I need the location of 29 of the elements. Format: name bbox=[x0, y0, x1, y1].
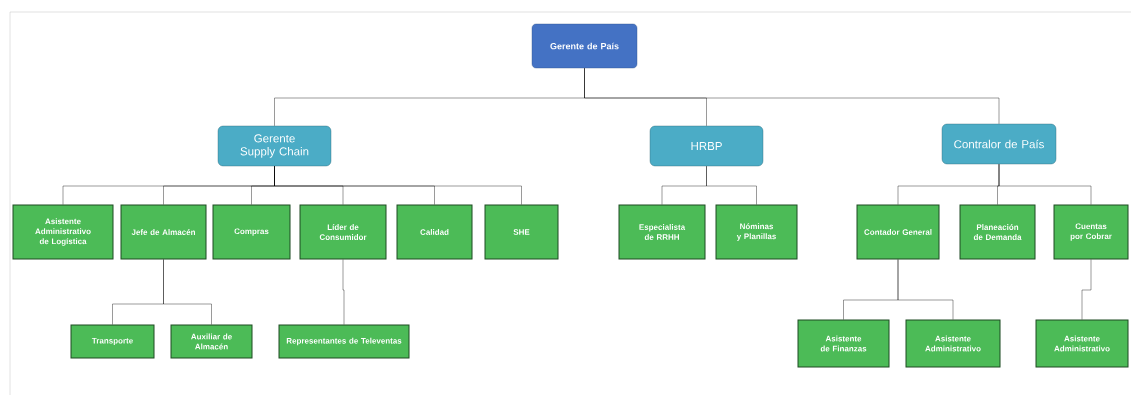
connector-line bbox=[163, 259, 212, 325]
position-box: Gerente de País bbox=[531, 23, 638, 69]
connector-line bbox=[1081, 259, 1092, 320]
position-box: Cuentas por Cobrar bbox=[1053, 204, 1129, 260]
position-box: Asistente Administrativo bbox=[1035, 319, 1129, 368]
connector-line bbox=[584, 68, 1000, 124]
department-box: HRBP bbox=[649, 125, 764, 167]
position-box: Líder de Consumidor bbox=[299, 204, 387, 260]
department-box: Gerente Supply Chain bbox=[217, 125, 332, 167]
connector-line bbox=[342, 259, 345, 325]
position-box: Compras bbox=[212, 204, 291, 260]
position-box: Asistente Administrativo de Logística bbox=[12, 204, 114, 260]
position-box: Nóminas y Planillas bbox=[715, 204, 798, 260]
position-box: Representantes de Televentas bbox=[278, 324, 410, 359]
position-box: Planeación de Demanda bbox=[959, 204, 1036, 260]
position-box: Contador General bbox=[856, 204, 940, 260]
position-box: Asistente Administrativo bbox=[905, 319, 1001, 368]
position-box: Especialista de RRHH bbox=[618, 204, 706, 260]
connector-line bbox=[998, 164, 1092, 205]
position-box: Asistente de Finanzas bbox=[797, 319, 890, 368]
position-box: Jefe de Almacén bbox=[120, 204, 207, 260]
position-box: Transporte bbox=[70, 324, 155, 359]
position-box: SHE bbox=[484, 204, 559, 260]
connector-line bbox=[897, 259, 954, 320]
position-box: Calidad bbox=[396, 204, 473, 260]
position-box: Auxiliar de Almacén bbox=[170, 324, 253, 359]
connector-line bbox=[706, 166, 757, 205]
connector-line bbox=[274, 166, 522, 205]
department-box: Contralor de País bbox=[941, 123, 1057, 165]
